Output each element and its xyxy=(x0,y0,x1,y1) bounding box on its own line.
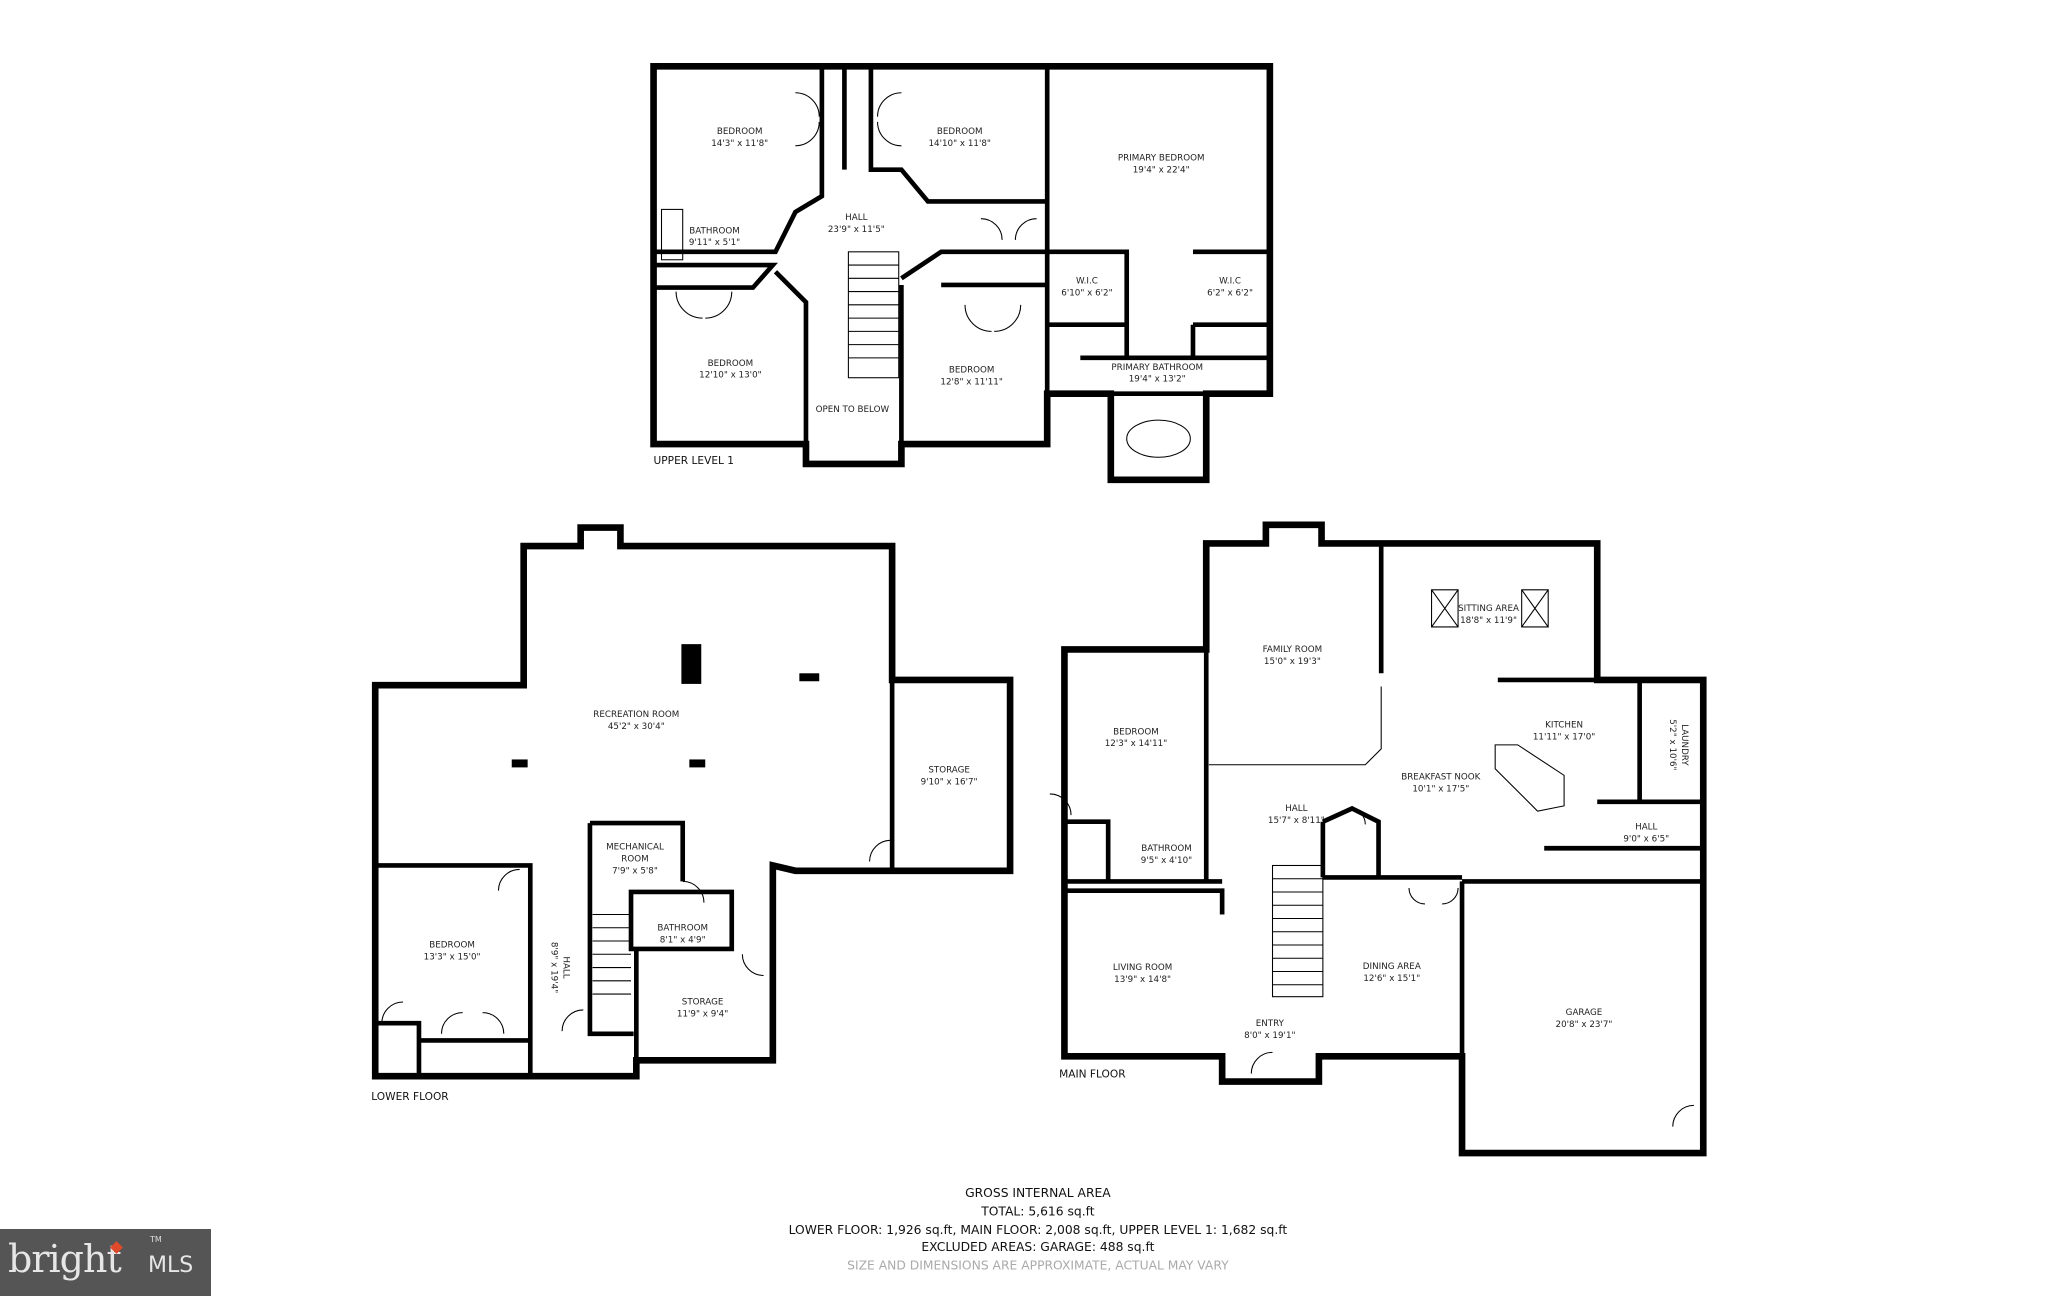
room-dims: 15'0" x 19'3" xyxy=(1264,657,1321,667)
logo-brand: bright xyxy=(8,1237,122,1281)
lower-floor-plan: RECREATION ROOM 45'2" x 30'4" STORAGE 9'… xyxy=(371,524,1014,1103)
summary-disclaimer: SIZE AND DIMENSIONS ARE APPROXIMATE, ACT… xyxy=(847,1259,1229,1273)
room-dims: 11'9" x 9'4" xyxy=(677,1010,728,1020)
room-name: BATHROOM xyxy=(1141,844,1192,854)
floor-label-main: MAIN FLOOR xyxy=(1059,1069,1126,1081)
room-name: BATHROOM xyxy=(689,226,740,236)
room-name: DINING AREA xyxy=(1363,962,1421,972)
logo-trademark: TM xyxy=(150,1235,162,1244)
room-name: LIVING ROOM xyxy=(1113,963,1172,973)
room-name: BEDROOM xyxy=(708,359,754,369)
summary-excluded: EXCLUDED AREAS: GARAGE: 488 sq.ft xyxy=(921,1240,1154,1254)
room-name: MECHANICAL xyxy=(606,843,664,853)
room-dims: 18'8" x 11'9" xyxy=(1460,616,1517,626)
room-name: BEDROOM xyxy=(937,127,983,137)
room-name: PRIMARY BATHROOM xyxy=(1111,363,1203,373)
room-name: BREAKFAST NOOK xyxy=(1401,772,1480,782)
room-name: STORAGE xyxy=(682,998,724,1008)
room-dims: 8'9" x 19'4" xyxy=(548,942,558,993)
room-name: SITTING AREA xyxy=(1458,604,1519,614)
room-name: BEDROOM xyxy=(949,365,995,375)
room-dims: 6'10" x 6'2" xyxy=(1061,289,1112,299)
room-dims: 9'10" x 16'7" xyxy=(921,778,978,788)
room-dims: 20'8" x 23'7" xyxy=(1556,1020,1613,1030)
room-dims: 9'5" x 4'10" xyxy=(1141,856,1192,866)
room-dims: 23'9" x 11'5" xyxy=(828,225,885,235)
room-dims: 13'9" x 14'8" xyxy=(1114,975,1171,985)
floor-label-upper: UPPER LEVEL 1 xyxy=(654,455,735,467)
summary-breakdown: LOWER FLOOR: 1,926 sq.ft, MAIN FLOOR: 2,… xyxy=(789,1223,1288,1237)
room-name: HALL xyxy=(1285,804,1307,814)
room-dims: 5'2" x 10'6" xyxy=(1667,719,1677,770)
floor-label-lower: LOWER FLOOR xyxy=(371,1091,449,1103)
room-dims: 8'1" x 4'9" xyxy=(660,935,706,945)
room-dims: 9'11" x 5'1" xyxy=(689,238,740,248)
room-dims: 7'9" x 5'8" xyxy=(612,866,658,876)
room-dims: 12'8" x 11'11" xyxy=(940,377,1002,387)
room-dims: 13'3" x 15'0" xyxy=(424,953,481,963)
room-dims: 8'0" x 19'1" xyxy=(1244,1031,1295,1041)
room-name: BEDROOM xyxy=(1113,727,1159,737)
room-name: BATHROOM xyxy=(657,923,708,933)
upper-level-plan: BEDROOM 14'3" x 11'8" BEDROOM 14'10" x 1… xyxy=(650,62,1274,484)
room-name: KITCHEN xyxy=(1545,721,1583,731)
room-dims: 19'4" x 22'4" xyxy=(1133,165,1190,175)
room-dims: 14'3" x 11'8" xyxy=(711,139,768,149)
main-floor-plan: FAMILY ROOM 15'0" x 19'3" SITTING AREA 1… xyxy=(1049,521,1707,1157)
room-name: W.I.C xyxy=(1076,277,1098,287)
room-name: FAMILY ROOM xyxy=(1263,645,1322,655)
room-name: RECREATION ROOM xyxy=(593,710,679,720)
logo-suffix: MLS xyxy=(148,1253,194,1278)
room-dims: 14'10" x 11'8" xyxy=(928,139,990,149)
room-name: GARAGE xyxy=(1566,1008,1603,1018)
room-dims: 12'10" x 13'0" xyxy=(699,371,761,381)
room-name: HALL xyxy=(1635,823,1657,833)
room-dims: 11'11" x 17'0" xyxy=(1533,733,1595,743)
area-summary: GROSS INTERNAL AREA TOTAL: 5,616 sq.ft L… xyxy=(789,1186,1288,1273)
room-dims: 15'7" x 8'11" xyxy=(1268,816,1325,826)
summary-total: TOTAL: 5,616 sq.ft xyxy=(980,1204,1095,1218)
lower-room-labels: RECREATION ROOM 45'2" x 30'4" STORAGE 9'… xyxy=(424,710,978,1020)
room-name: PRIMARY BEDROOM xyxy=(1118,153,1205,163)
room-name: BEDROOM xyxy=(717,127,763,137)
room-name: OPEN TO BELOW xyxy=(816,405,890,415)
room-dims: 12'3" x 14'11" xyxy=(1105,739,1167,749)
room-name: STORAGE xyxy=(928,766,970,776)
room-name: HALL xyxy=(560,956,570,978)
room-dims: 45'2" x 30'4" xyxy=(608,722,665,732)
main-room-labels: FAMILY ROOM 15'0" x 19'3" SITTING AREA 1… xyxy=(1105,604,1689,1041)
upper-room-labels: BEDROOM 14'3" x 11'8" BEDROOM 14'10" x 1… xyxy=(689,127,1253,415)
room-name: LAUNDRY xyxy=(1679,724,1689,766)
room-dims: 19'4" x 13'2" xyxy=(1129,375,1186,385)
bright-mls-logo: bright TM MLS xyxy=(0,1229,211,1296)
room-dims: 6'2" x 6'2" xyxy=(1207,289,1253,299)
room-name: HALL xyxy=(845,213,867,223)
room-dims: 12'6" x 15'1" xyxy=(1363,974,1420,984)
summary-title: GROSS INTERNAL AREA xyxy=(965,1186,1111,1200)
room-name: W.I.C xyxy=(1219,277,1241,287)
room-name: BEDROOM xyxy=(429,941,475,951)
room-name: ENTRY xyxy=(1256,1019,1285,1029)
room-dims: 9'0" x 6'5" xyxy=(1623,835,1669,845)
room-dims: 10'1" x 17'5" xyxy=(1412,784,1469,794)
room-name-line2: ROOM xyxy=(621,855,648,865)
